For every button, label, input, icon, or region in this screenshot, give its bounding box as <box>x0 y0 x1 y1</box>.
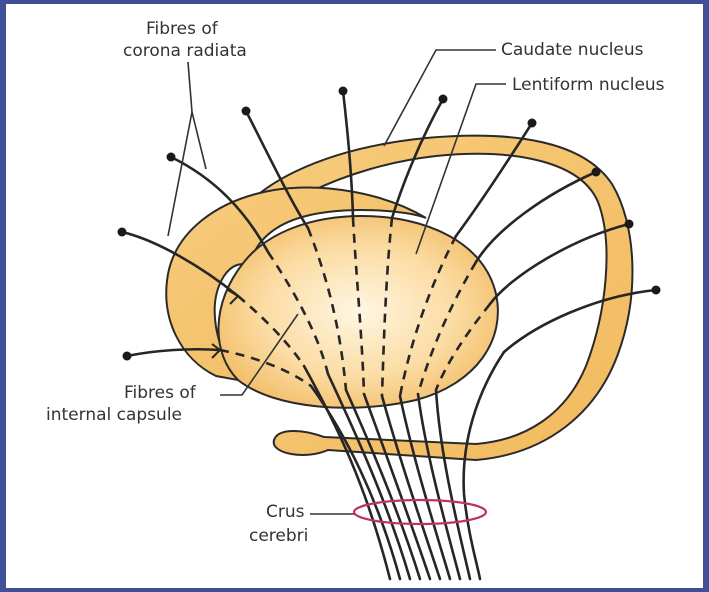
internal-capsule-label-1: Fibres of <box>124 383 197 403</box>
crus-cerebri-label-2: cerebri <box>249 526 308 546</box>
lentiform-nucleus-label: Lentiform nucleus <box>512 75 665 95</box>
internal-capsule-diagram: Fibres of corona radiata Caudate nucleus… <box>6 4 703 588</box>
lentiform-nucleus-shape <box>218 216 497 408</box>
corona-radiata-label-1: Fibres of <box>146 19 219 39</box>
caudate-nucleus-label: Caudate nucleus <box>501 40 644 60</box>
internal-capsule-label-2: internal capsule <box>46 405 182 425</box>
corona-radiata-label-2: corona radiata <box>123 41 247 61</box>
crus-cerebri-label-1: Crus <box>266 502 305 522</box>
